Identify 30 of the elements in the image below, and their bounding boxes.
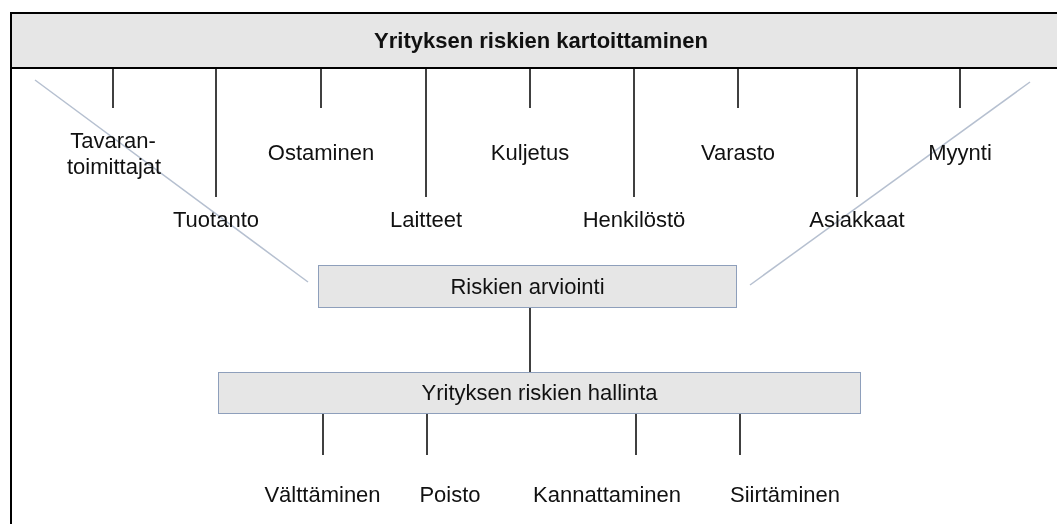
connector-line	[529, 68, 531, 109]
connector-line	[633, 68, 635, 198]
connector-line	[739, 413, 741, 456]
connector-line	[215, 68, 217, 198]
connector-line	[959, 68, 961, 109]
connector-line	[529, 307, 531, 373]
category-label: Tavaran- toimittajat	[53, 108, 173, 198]
category-label: Poisto	[405, 455, 495, 507]
process-box: Riskien arviointi	[318, 265, 737, 308]
header-band: Yrityksen riskien kartoittaminen	[10, 12, 1057, 69]
category-label: Tuotanto	[156, 197, 276, 237]
connector-line	[856, 68, 858, 198]
connector-line	[426, 413, 428, 456]
category-label: Asiakkaat	[792, 197, 922, 237]
connector-line	[425, 68, 427, 198]
connector-line	[322, 413, 324, 456]
category-label: Välttäminen	[245, 455, 400, 507]
category-label: Ostaminen	[256, 108, 386, 166]
category-label: Varasto	[678, 108, 798, 166]
connector-line	[320, 68, 322, 109]
category-label: Siirtäminen	[714, 455, 856, 507]
category-label: Kuljetus	[470, 108, 590, 166]
category-label: Laitteet	[366, 197, 486, 237]
connector-line	[635, 413, 637, 456]
connector-line	[737, 68, 739, 109]
category-label: Kannattaminen	[502, 455, 712, 507]
category-label: Henkilöstö	[564, 197, 704, 237]
connector-line	[112, 68, 114, 109]
category-label: Myynti	[900, 108, 1020, 166]
process-box: Yrityksen riskien hallinta	[218, 372, 861, 414]
